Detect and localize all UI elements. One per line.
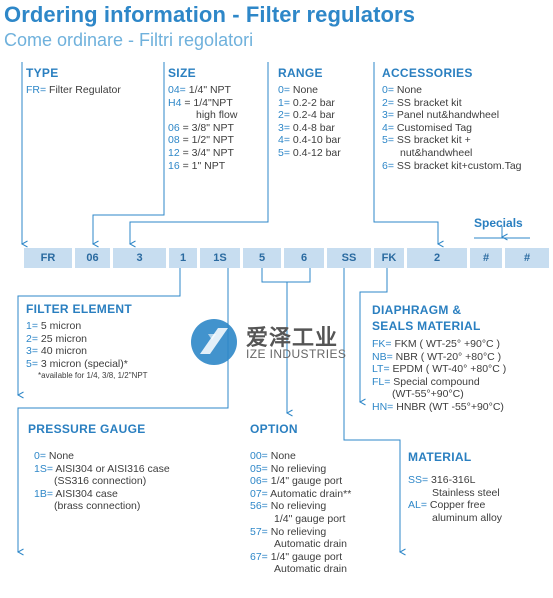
code-box: 1 xyxy=(169,248,197,268)
accessories-item: 4= Customised Tag xyxy=(382,121,472,134)
material-item: SS= 316-316L xyxy=(408,474,476,486)
range-item: 3= 0.4-8 bar xyxy=(278,121,335,134)
filter-element-heading: FILTER ELEMENT xyxy=(26,302,132,316)
range-item: 0= None xyxy=(278,84,319,96)
range-item: 1= 0.2-2 bar xyxy=(278,96,335,109)
diaphragm-item: NB= NBR ( WT-20° +80°C ) xyxy=(372,350,502,363)
size-item: H4 = 1/4"NPT xyxy=(168,96,233,109)
diaphragm-list: FK= FKM ( WT-25° +90°C ) NB= NBR ( WT-20… xyxy=(372,338,507,413)
range-item: 2= 0.2-4 bar xyxy=(278,109,335,122)
accessories-item: 2= SS bracket kit xyxy=(382,96,462,109)
option-item: 57= No relieving xyxy=(250,525,327,538)
accessories-list: 0= None 2= SS bracket kit 3= Panel nut&h… xyxy=(382,84,522,172)
code-box: FK xyxy=(374,248,404,268)
option-item: 05= No relieving xyxy=(250,462,327,475)
type-item: FR= Filter Regulator xyxy=(26,84,121,96)
code-box: 2 xyxy=(407,248,467,268)
pressure-gauge-item: 1S= AISI304 or AISI316 case xyxy=(34,462,170,475)
code-box: # xyxy=(505,248,549,268)
size-list: 04= 1/4" NPT H4 = 1/4"NPT high flow 06 =… xyxy=(168,84,238,172)
size-item: 16 = 1" NPT xyxy=(168,159,226,172)
size-heading: SIZE xyxy=(168,66,196,80)
code-box: 6 xyxy=(284,248,324,268)
code-box: 3 xyxy=(113,248,166,268)
material-item: AL= Copper free xyxy=(408,499,486,512)
option-item: 06= 1/4" gauge port xyxy=(250,475,343,488)
accessories-heading: ACCESSORIES xyxy=(382,66,473,80)
code-box: 1S xyxy=(200,248,240,268)
material-list: SS= 316-316L Stainless steel AL= Copper … xyxy=(408,474,503,524)
accessories-item: 3= Panel nut&handwheel xyxy=(382,109,500,122)
accessories-item: 5= SS bracket kit + xyxy=(382,134,471,147)
diaphragm-item: LT= EPDM ( WT-40° +80°C ) xyxy=(372,363,507,376)
accessories-item: 6= SS bracket kit+custom.Tag xyxy=(382,159,522,172)
filter-element-list: 1= 5 micron 2= 25 micron 3= 40 micron 5=… xyxy=(26,320,148,381)
order-code-bar: FR 06 3 1 1S 5 6 SS FK 2 # # xyxy=(0,248,553,268)
range-item: 4= 0.4-10 bar xyxy=(278,134,341,147)
pressure-gauge-item: 0= None xyxy=(34,450,75,462)
page-title: Ordering information - Filter regulators xyxy=(4,2,416,27)
code-box: 06 xyxy=(75,248,110,268)
range-item: 5= 0.4-12 bar xyxy=(278,146,341,159)
size-item: 12 = 3/4" NPT xyxy=(168,146,234,159)
option-list: 00= None 05= No relieving 06= 1/4" gauge… xyxy=(250,450,352,576)
size-item: 04= 1/4" NPT xyxy=(168,84,231,96)
filter-element-item: 1= 5 micron xyxy=(26,320,82,332)
diaphragm-heading: DIAPHRAGM & SEALS MATERIAL xyxy=(372,303,481,333)
option-item: 07= Automatic drain** xyxy=(250,487,352,500)
code-box: 5 xyxy=(243,248,281,268)
code-box: SS xyxy=(327,248,371,268)
code-box: # xyxy=(470,248,502,268)
option-item: 67= 1/4" gauge port xyxy=(250,550,343,563)
option-item: 56= No relieving xyxy=(250,500,327,513)
type-heading: TYPE xyxy=(26,66,59,80)
option-heading: OPTION xyxy=(250,422,298,436)
filter-element-note: *available for 1/4, 3/8, 1/2"NPT xyxy=(38,371,148,381)
diaphragm-item: FK= FKM ( WT-25° +90°C ) xyxy=(372,338,501,350)
filter-element-item: 2= 25 micron xyxy=(26,332,88,345)
filter-element-item: 5= 3 micron (special)* xyxy=(26,357,128,370)
size-item: 08 = 1/2" NPT xyxy=(168,134,234,147)
page-subtitle: Come ordinare - Filtri regolatori xyxy=(4,30,254,50)
option-item: 00= None xyxy=(250,450,296,462)
type-list: FR= Filter Regulator xyxy=(26,84,121,97)
filter-element-item: 3= 40 micron xyxy=(26,345,88,358)
diaphragm-item: HN= HNBR (WT -55°+90°C) xyxy=(372,400,504,413)
range-heading: RANGE xyxy=(278,66,323,80)
code-box: FR xyxy=(24,248,72,268)
pressure-gauge-item: 1B= AISI304 case xyxy=(34,487,118,500)
pressure-gauge-list: 0= None 1S= AISI304 or AISI316 case (SS3… xyxy=(34,450,170,513)
material-heading: MATERIAL xyxy=(408,450,472,464)
ize-logo-icon xyxy=(191,319,237,365)
range-list: 0= None 1= 0.2-2 bar 2= 0.2-4 bar 3= 0.4… xyxy=(278,84,341,160)
specials-label: Specials xyxy=(474,216,523,230)
size-item: 06 = 3/8" NPT xyxy=(168,121,234,134)
watermark-en: IZE INDUSTRIES xyxy=(246,347,347,361)
watermark-cn: 爱泽工业 xyxy=(246,325,339,350)
diaphragm-item: FL= Special compound xyxy=(372,375,480,388)
pressure-gauge-heading: PRESSURE GAUGE xyxy=(28,422,146,436)
accessories-item: 0= None xyxy=(382,84,423,96)
